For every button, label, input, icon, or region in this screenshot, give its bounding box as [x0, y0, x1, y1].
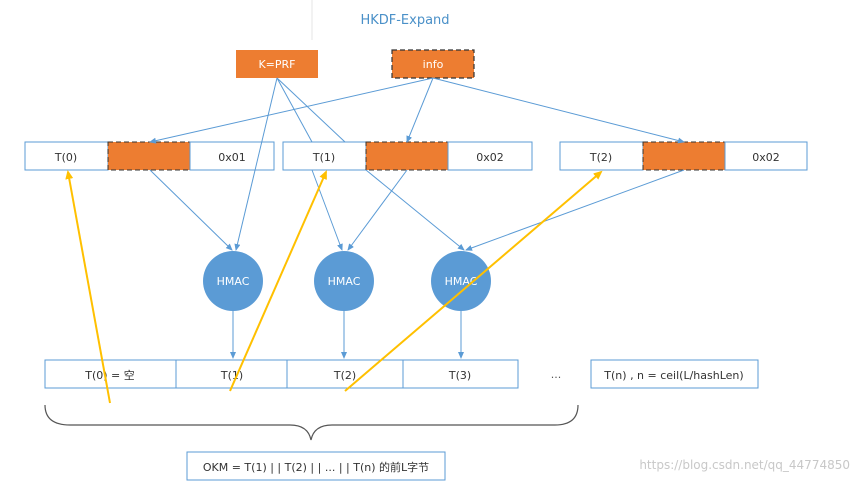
output-cell-label: T(0) = 空 [84, 368, 135, 382]
input-counter-label: 0x01 [218, 151, 246, 164]
info-arrows [149, 77, 685, 144]
info-label: info [423, 58, 444, 71]
prf-label: K=PRF [258, 58, 295, 71]
info-box: info [391, 49, 475, 79]
okm-box: OKM = T(1) | | T(2) | | ... | | T(n) 的前L… [186, 451, 446, 481]
tn-box: T(n) , n = ceil(L/hashLen) [590, 359, 759, 389]
input-t-label: T(1) [312, 151, 335, 164]
feedback-arrows [65, 170, 603, 404]
input-counter-label: 0x02 [752, 151, 780, 164]
diagram-title: HKDF-Expand [360, 13, 449, 28]
output-row: T(0) = 空 T(1) T(2) T(3) [44, 359, 519, 389]
input-to-hmac-arrows [149, 169, 685, 251]
okm-label: OKM = T(1) | | T(2) | | ... | | T(n) 的前L… [203, 460, 429, 474]
hmac-to-output-arrows [230, 311, 464, 359]
hmac-node-1: HMAC [203, 251, 263, 311]
output-cell-label: T(2) [333, 369, 356, 382]
input-row-2: T(2) 0x02 [559, 141, 808, 171]
hmac-node-3: HMAC [431, 251, 491, 311]
tn-label: T(n) , n = ceil(L/hashLen) [603, 369, 743, 382]
input-row-0: T(0) 0x01 [24, 141, 275, 171]
input-counter-label: 0x02 [476, 151, 504, 164]
prf-arrows [234, 77, 346, 251]
input-row-1: T(1) 0x02 [282, 141, 533, 171]
output-brace [44, 404, 579, 441]
output-cell-label: T(3) [448, 369, 471, 382]
prf-box: K=PRF [236, 50, 318, 78]
input-t-label: T(2) [589, 151, 612, 164]
watermark: https://blog.csdn.net/qq_44774850 [639, 458, 850, 472]
ellipsis: ... [551, 368, 562, 381]
input-t-label: T(0) [54, 151, 77, 164]
hmac-node-2: HMAC [314, 251, 374, 311]
hmac-label: HMAC [217, 275, 250, 288]
hmac-label: HMAC [328, 275, 361, 288]
